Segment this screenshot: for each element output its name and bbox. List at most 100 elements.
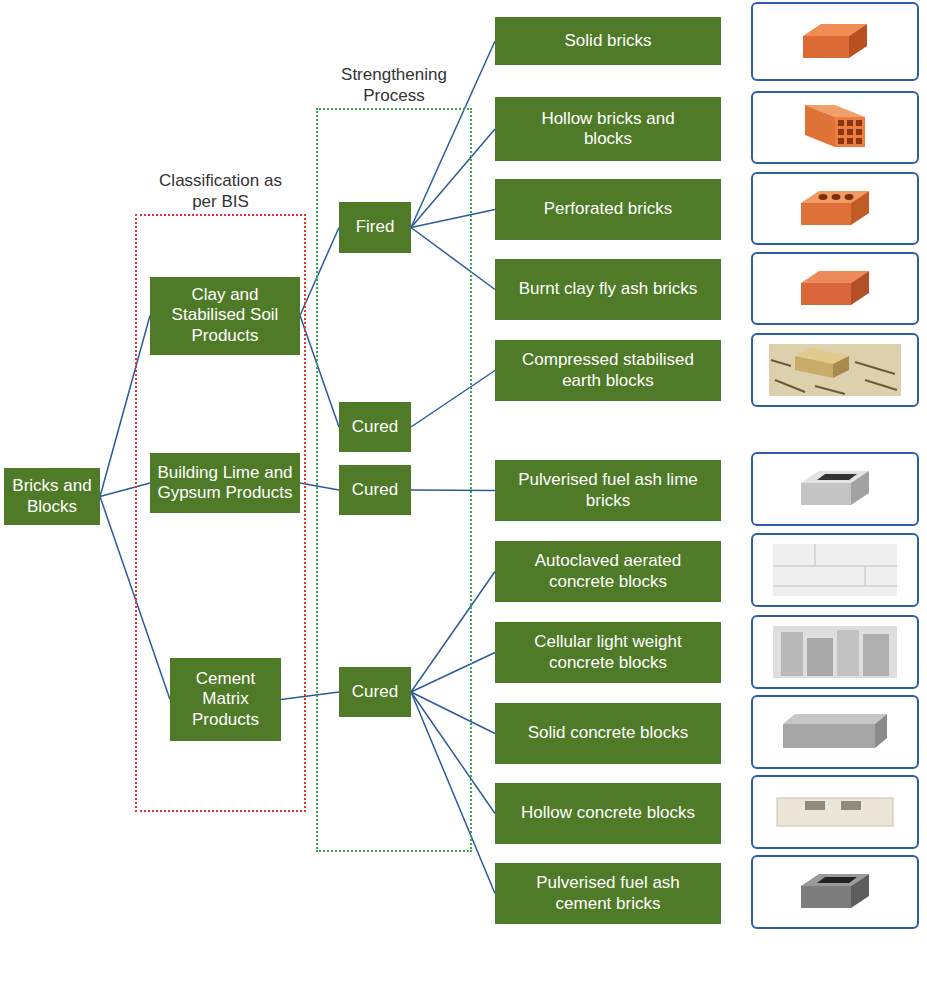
- product-box: Pulverised fuel ash cement bricks: [495, 863, 721, 924]
- clc-block-picture: [773, 626, 897, 678]
- hollow-block-picture: [777, 798, 893, 826]
- connector-line: [411, 572, 495, 693]
- connector-line: [411, 692, 495, 894]
- brick-hole: [838, 129, 844, 135]
- brick-hole: [847, 129, 853, 135]
- fly-ash-brick-picture: [801, 874, 869, 908]
- block-face: [783, 724, 875, 748]
- box-label: Hollow concrete blocks: [495, 797, 721, 829]
- connector-line: [411, 129, 495, 228]
- product-box: Hollow concrete blocks: [495, 783, 721, 844]
- block-face: [807, 638, 833, 676]
- brick-picture: [801, 271, 869, 305]
- process-box: Cured: [339, 667, 411, 717]
- classification-group: Classification as per BISClay and Stabil…: [135, 214, 306, 812]
- brick-hole: [838, 120, 844, 126]
- brick-face: [801, 283, 851, 305]
- picture-ground: [773, 626, 897, 678]
- brick-hole: [856, 120, 862, 126]
- box-label: Solid concrete blocks: [495, 717, 721, 749]
- brick-face: [851, 271, 869, 305]
- box-label: Cement Matrix Products: [170, 663, 281, 736]
- category-box: Building Lime and Gypsum Products: [150, 453, 300, 513]
- brick-hole: [856, 138, 862, 144]
- box-label: Building Lime and Gypsum Products: [150, 457, 300, 510]
- connector-line: [411, 692, 495, 734]
- product-box: Compressed stabilised earth blocks: [495, 340, 721, 401]
- block-face: [837, 630, 859, 676]
- earth-block-picture: [769, 344, 901, 396]
- box-label: Compressed stabilised earth blocks: [495, 344, 721, 397]
- connector-line: [100, 483, 150, 497]
- picture-frames: [752, 3, 918, 928]
- group-heading: Strengthening Process: [332, 65, 457, 106]
- picture-ground: [769, 344, 901, 396]
- box-label: Cured: [339, 676, 411, 708]
- picture-frame: [752, 453, 918, 525]
- block-face: [875, 714, 887, 748]
- category-box: Cement Matrix Products: [170, 658, 281, 741]
- product-box: Autoclaved aerated concrete blocks: [495, 541, 721, 602]
- product-box: Perforated bricks: [495, 179, 721, 240]
- brick-frog: [817, 474, 857, 480]
- box-label: Cellular light weight concrete blocks: [495, 626, 721, 679]
- product-box: Solid bricks: [495, 17, 721, 65]
- brick-hole: [832, 194, 841, 200]
- brick-hole: [838, 138, 844, 144]
- connector-line: [100, 316, 150, 497]
- box-label: Pulverised fuel ash cement bricks: [495, 867, 721, 920]
- block-hole: [841, 801, 861, 810]
- brick-face: [851, 191, 869, 225]
- connector-line: [411, 489, 495, 491]
- perforated-brick-picture: [801, 191, 869, 225]
- block-joint: [815, 386, 845, 394]
- picture-frame: [752, 92, 918, 163]
- box-label: Autoclaved aerated concrete blocks: [495, 545, 721, 598]
- picture-frame: [752, 616, 918, 688]
- picture-frame: [752, 253, 918, 324]
- box-label: Solid bricks: [495, 25, 721, 57]
- box-label: Perforated bricks: [495, 193, 721, 225]
- block-hole: [805, 801, 825, 810]
- product-box: Hollow bricks and blocks: [495, 97, 721, 161]
- product-box: Solid concrete blocks: [495, 703, 721, 764]
- block-face: [777, 798, 893, 826]
- block-joint: [773, 565, 897, 567]
- block-joint: [865, 380, 897, 390]
- picture-frame: [752, 334, 918, 406]
- connector-line: [411, 371, 495, 428]
- brick-face: [835, 117, 865, 147]
- picture-frame: [752, 776, 918, 848]
- box-label: Burnt clay fly ash bricks: [495, 273, 721, 305]
- block-joint: [814, 544, 816, 566]
- block-joint: [864, 566, 866, 586]
- box-label: Hollow bricks and blocks: [495, 103, 721, 156]
- product-box: Burnt clay fly ash bricks: [495, 259, 721, 320]
- brick-face: [833, 356, 849, 378]
- process-box: Cured: [339, 402, 411, 452]
- block-joint: [773, 585, 897, 587]
- fly-ash-brick-picture: [801, 471, 869, 505]
- category-box: Clay and Stabilised Soil Products: [150, 277, 300, 355]
- brick-face: [801, 203, 851, 225]
- connector-line: [281, 692, 339, 700]
- connector-line: [411, 228, 495, 290]
- brick-hole: [847, 120, 853, 126]
- box-label: Bricks and Blocks: [4, 470, 100, 523]
- process-group: Strengthening ProcessFiredCuredCuredCure…: [316, 108, 472, 852]
- connector-line: [411, 692, 495, 814]
- picture-frame: [752, 3, 918, 80]
- box-label: Clay and Stabilised Soil Products: [150, 279, 300, 352]
- brick-face: [801, 886, 851, 908]
- block-joint: [775, 380, 805, 392]
- product-box: Pulverised fuel ash lime bricks: [495, 460, 721, 521]
- picture-frame: [752, 856, 918, 928]
- picture-frame: [752, 696, 918, 768]
- block-face: [781, 632, 803, 676]
- box-label: Cured: [339, 411, 411, 443]
- block-face: [863, 634, 889, 676]
- block-face: [773, 544, 897, 596]
- brick-face: [803, 36, 849, 58]
